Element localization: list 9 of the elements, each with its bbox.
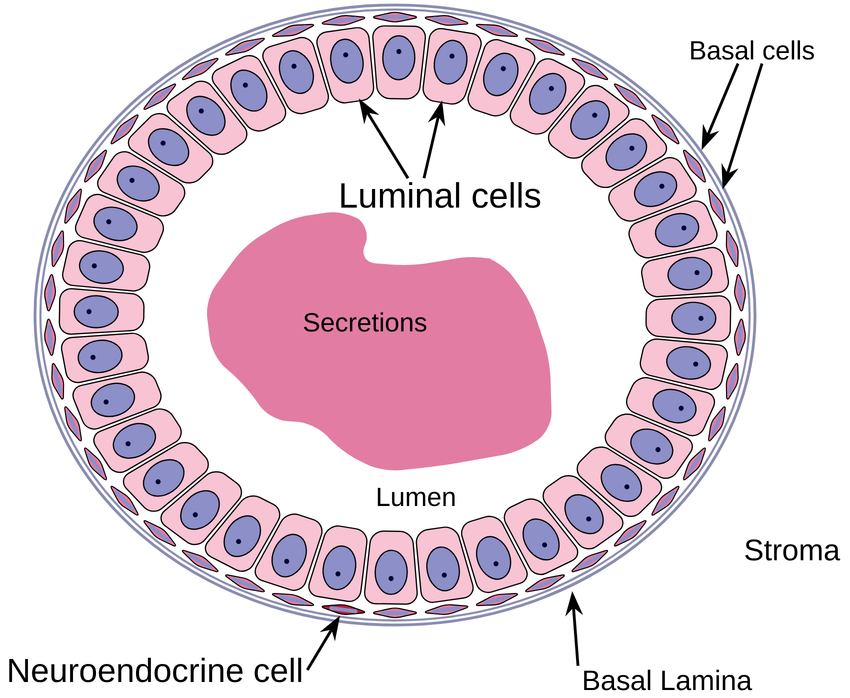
label-text: Stroma [745, 539, 840, 561]
label-text: Basal cells [691, 40, 814, 60]
label-text: Neuroendocrine cell [9, 658, 302, 682]
label-text: Basal Lamina [584, 670, 752, 690]
basal-lamina-segment [544, 570, 592, 598]
label-text: Luminal cells [341, 182, 540, 208]
neuroendocrine-cell [322, 604, 366, 615]
luminal-cell [316, 27, 374, 104]
secretions-blob: Secretions [206, 212, 552, 470]
